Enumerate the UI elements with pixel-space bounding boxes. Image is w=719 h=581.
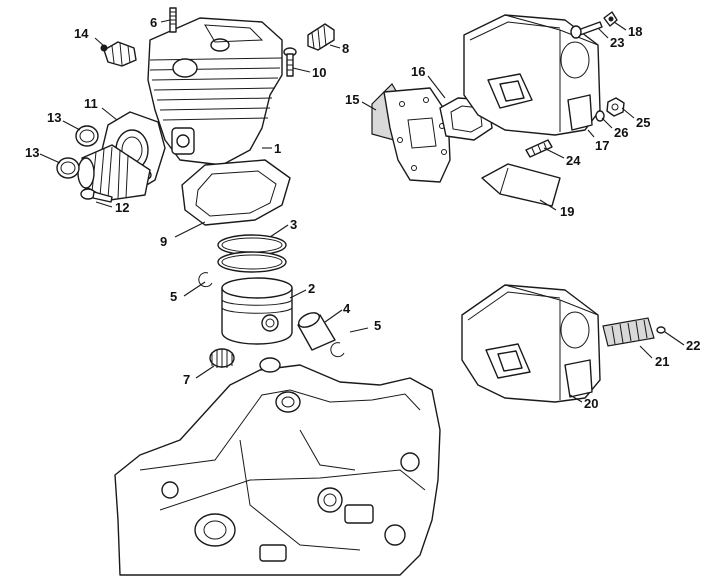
screw-22-part: [656, 326, 666, 334]
piston-rings-3-part: [217, 234, 287, 273]
stud-6-part: [169, 7, 177, 33]
needle-cage-7-part: [209, 348, 235, 368]
ring-13-upper: [75, 125, 99, 147]
callout-23: 23: [610, 35, 624, 50]
callout-24: 24: [566, 153, 581, 168]
base-gasket-9-part: [181, 159, 291, 226]
callout-19: 19: [560, 204, 574, 219]
piston-2-part: [221, 277, 293, 345]
callout-9: 9: [160, 234, 167, 249]
spark-plug-8-part: [307, 23, 335, 51]
callout-12: 12: [115, 200, 129, 215]
screw-18-part: [603, 11, 618, 27]
callout-14: 14: [74, 26, 89, 41]
piston-pin-4-part: [297, 312, 336, 351]
spark-screen-21-part: [602, 317, 655, 347]
screw-12-part: [80, 188, 113, 203]
screw-23-part: [570, 21, 603, 39]
ring-13-lower: [56, 157, 80, 179]
callout-22: 22: [686, 338, 700, 353]
callout-2: 2: [308, 281, 315, 296]
stud-24-part: [525, 139, 553, 158]
circlip-5-right: [330, 342, 345, 358]
callout-25: 25: [636, 115, 650, 130]
cylinder-part: [147, 17, 283, 166]
callout-16: 16: [411, 64, 425, 79]
callout-6: 6: [150, 15, 157, 30]
callout-4: 4: [343, 301, 351, 316]
callout-7: 7: [183, 372, 190, 387]
callout-21: 21: [655, 354, 669, 369]
callout-labels: 1 2 3 4 5 5 6 7 8 9 10 11 12 13 13 14 15…: [25, 15, 700, 411]
circlip-5-left: [198, 272, 213, 288]
callout-13-upper: 13: [47, 110, 61, 125]
callout-5-left: 5: [170, 289, 177, 304]
callout-15: 15: [345, 92, 359, 107]
callout-10: 10: [312, 65, 326, 80]
callout-17: 17: [595, 138, 609, 153]
callout-13-lower: 13: [25, 145, 39, 160]
callout-26: 26: [614, 125, 628, 140]
leader-lines: [39, 19, 685, 403]
callout-8: 8: [342, 41, 349, 56]
decompression-valve-14-part: [100, 41, 137, 67]
callout-5-right: 5: [374, 318, 381, 333]
nut-25-part: [606, 97, 625, 117]
callout-20: 20: [584, 396, 598, 411]
screw-10-part: [283, 47, 297, 77]
muffler-17-part: [463, 14, 601, 136]
muffler-20-part: [461, 284, 601, 403]
callout-3: 3: [290, 217, 297, 232]
callout-1: 1: [274, 141, 281, 156]
plate-16-part: [383, 87, 451, 183]
baffle-19-part: [481, 163, 561, 207]
callout-18: 18: [628, 24, 642, 39]
intake-boot-part: [77, 144, 151, 201]
callout-11: 11: [84, 96, 98, 111]
crankcase-part: [114, 357, 441, 576]
